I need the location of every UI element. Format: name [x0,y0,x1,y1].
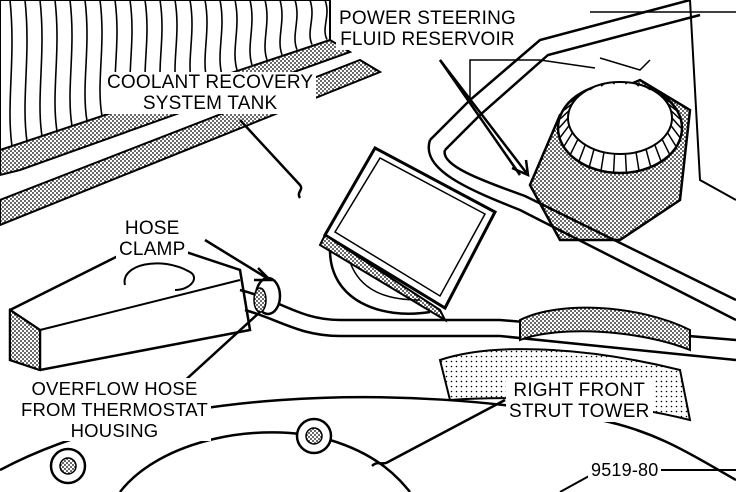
cap-rib [645,86,651,91]
radiator-fin [219,0,223,76]
steering-line [427,0,736,322]
cap-rib [670,109,681,120]
cap-rib [661,138,671,155]
cap-rib [558,117,569,129]
radiator-fin [9,0,13,147]
coolant-recovery-tank [318,145,498,323]
radiator-fin [234,0,238,71]
label-line: HOSE [124,218,180,239]
label-line: SYSTEM TANK [142,93,278,114]
leader-hose-clamp [204,238,274,282]
radiator-fin [69,0,73,127]
cap-rib [624,153,628,172]
cap-rib [600,83,605,87]
label-line: RIGHT FRONT [513,380,646,401]
figure-id: 9519-80 [588,460,662,481]
label-line: COOLANT RECOVERY [107,72,314,93]
thermostat-housing [8,238,252,372]
cap-rib [612,81,616,85]
cap-rib [661,96,670,103]
cap-rib [569,138,579,155]
cap-rib [635,83,640,87]
cap-rib [563,132,574,147]
cap-rib [559,125,570,138]
cap-rib [666,132,677,147]
cap-rib [624,81,628,85]
label-coolant-recovery-tank: COOLANT RECOVERY SYSTEM TANK [104,72,317,114]
leader-overflow-hose [179,311,261,386]
cap-rib [635,152,640,170]
radiator-fin [39,0,43,137]
cap-rib [612,153,616,172]
cap-rib [589,86,595,91]
radiator-fin [294,0,298,50]
leader-lines [179,59,530,467]
radiator-fin [309,0,313,45]
cap-rib [600,152,605,170]
strut-nut-left [49,447,87,485]
radiator-fin [84,0,88,122]
power-steering-reservoir [528,57,692,242]
cap-rib [570,96,579,103]
radiator-fin [54,0,58,132]
cap-rib [563,102,573,111]
radiator-fin [324,0,328,40]
cap-rib [645,148,652,167]
label-power-steering-reservoir: POWER STEERING FLUID RESERVOIR [336,8,519,50]
background-structure [469,0,736,201]
radiator-fin [264,0,268,61]
label-line: STRUT TOWER [509,401,650,422]
cap-rib [654,144,662,161]
label-line: HOUSING [70,420,159,441]
label-overflow-hose: OVERFLOW HOSE FROM THERMOSTAT HOUSING [18,378,211,441]
cap-rib [671,117,682,129]
cap-rib [578,144,586,161]
label-line: POWER STEERING [339,8,516,29]
label-line: CLAMP [119,239,186,260]
cap-rib [588,148,595,167]
cap-rib [670,125,681,138]
radiator-fin [249,0,253,66]
cap-rib [667,102,677,111]
label-line: OVERFLOW HOSE [31,378,198,399]
overflow-hose [239,276,736,362]
leader-strut-tower [371,398,506,467]
radiator-fin [279,0,283,56]
radiator-fin [99,0,103,117]
label-hose-clamp: HOSE CLAMP [116,218,189,260]
cap-rib [578,90,586,96]
leader-power-steering-arrow [439,59,530,178]
label-line: FROM THERMOSTAT [21,399,208,420]
label-right-front-strut-tower: RIGHT FRONT STRUT TOWER [506,380,653,422]
leader-coolant-tank [239,119,303,199]
strut-nut-center [295,417,333,455]
radiator-fin [24,0,28,142]
cap-rib [654,90,662,96]
cap-rib [559,109,570,120]
label-line: FLUID RESERVOIR [340,29,515,50]
